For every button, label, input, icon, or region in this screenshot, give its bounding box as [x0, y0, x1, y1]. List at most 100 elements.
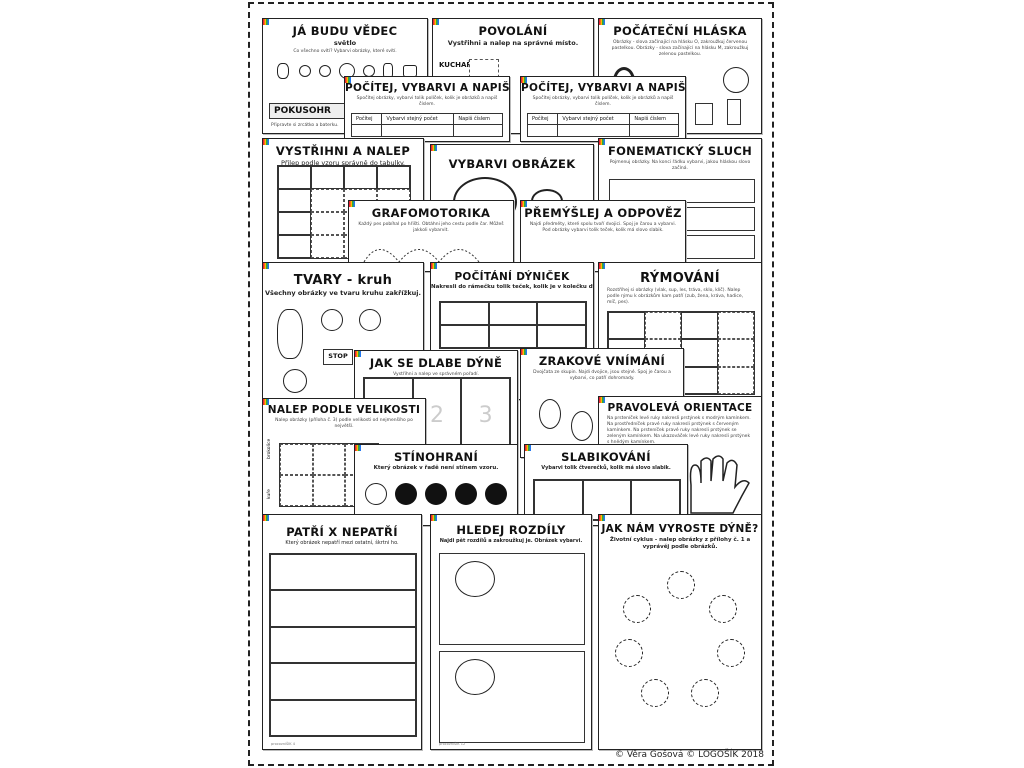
logo-stripe: [349, 201, 355, 207]
card-subtitle: Nakresli do rámečku tolik teček, kolik j…: [431, 284, 593, 290]
profession-label: KUCHAŘ: [439, 61, 472, 69]
child-icon: [539, 399, 561, 429]
logo-stripe: [521, 77, 527, 83]
moon-icon: [319, 65, 331, 77]
card-title: POČÁTEČNÍ HLÁSKA: [613, 24, 747, 38]
card-instructions: Rozstříhej si obrázky (vlak, sup, les, t…: [607, 288, 744, 305]
card-title: JAK NÁM VYROSTE DÝNĚ?: [601, 523, 759, 535]
card-instructions: Spočítej obrázky, vybarvi tolik políček,…: [356, 96, 498, 107]
card-instructions: Na prsteníček levé ruky nakresli prstýne…: [607, 416, 751, 445]
windmill-icon: [727, 99, 741, 125]
card-stinohrani: STÍNOHRANÍ Který obrázek v řadě není stí…: [354, 444, 518, 526]
card-instructions: Spočítej obrázky, vybarvi tolik políček,…: [532, 96, 674, 107]
odd-one-out-grid: [269, 553, 417, 737]
copyright-notice: © Věra Gošová © LOGOŠÍK 2018: [614, 750, 764, 760]
card-title: POČÍTEJ, VYBARVI A NAPIŠ: [345, 82, 510, 94]
card-title: POVOLÁNÍ: [478, 24, 548, 38]
card-instructions: Obrázky - slova začínající na hlásku O, …: [611, 40, 749, 57]
logo-stripe: [521, 349, 527, 355]
logo-stripe: [355, 351, 361, 357]
card-slabikovani: SLABIKOVÁNÍ Vybarvi tolik čtverečků, kol…: [524, 444, 688, 526]
row-label-1: brokolice: [267, 438, 272, 459]
card-pocitej-1: POČÍTEJ, VYBARVI A NAPIŠ Spočítej obrázk…: [344, 76, 510, 142]
cheese-icon: [359, 309, 381, 331]
child-icon: [571, 411, 593, 441]
card-title: PRAVOLEVÁ ORIENTACE: [607, 402, 753, 414]
card-title: HLEDEJ ROZDÍLY: [456, 523, 566, 537]
logo-stripe: [431, 145, 437, 151]
card-subtitle: Vybarvi tolik čtverečků, kolik má slovo …: [541, 465, 671, 471]
col-color: Vybarvi stejný počet: [557, 113, 631, 125]
lamp-icon: [277, 63, 289, 79]
card-title: ZRAKOVÉ VNÍMÁNÍ: [538, 354, 666, 368]
col-color: Vybarvi stejný počet: [381, 113, 455, 125]
card-instructions: Co všechno svítí? Vybarvi obrázky, které…: [293, 49, 397, 54]
experiment-text: Připravte si zrcátko a baterku.: [271, 123, 339, 128]
card-title: RÝMOVÁNÍ: [640, 271, 720, 286]
card-subtitle: světlo: [333, 39, 357, 47]
card-subtitle: Který obrázek v řadě není stínem vzoru.: [373, 465, 499, 471]
card-grafomotorika: GRAFOMOTORIKA Každý pes pobíhal po hřišt…: [348, 200, 514, 272]
card-subtitle: Najdi pět rozdílů a zakroužkuj je. Obráz…: [439, 538, 583, 544]
col-count: Počítej: [350, 113, 383, 125]
logo-stripe: [345, 77, 351, 83]
col-write: Napiš číslem: [629, 113, 679, 125]
logo-stripe: [263, 515, 269, 521]
step-3: 3: [461, 378, 510, 452]
logo-stripe: [521, 201, 527, 207]
card-title: JÁ BUDU VĚDEC: [292, 24, 398, 38]
card-hledej: HLEDEJ ROZDÍLY Najdi pět rozdílů a zakro…: [430, 514, 592, 750]
window-icon: [695, 103, 713, 125]
card-title: SLABIKOVÁNÍ: [561, 450, 651, 464]
logo-stripe: [431, 515, 437, 521]
card-footer: procovniŠIK 12: [439, 742, 583, 746]
tree-icon: [455, 561, 495, 597]
experiment-title: POKUSOHR: [274, 106, 331, 116]
cycle-slot: [709, 595, 737, 623]
footer-text: procovniŠIK 4: [271, 742, 295, 746]
footer-text: procovniŠIK 12: [439, 742, 466, 746]
wheel-icon: [283, 369, 307, 393]
card-instructions: Vystřihni a nalep ve správném pořadí.: [393, 372, 479, 377]
logo-stripe: [263, 139, 269, 145]
card-instructions: Nalep obrázky (příloha č. 3) podle velik…: [275, 418, 413, 429]
hand-icon: [689, 455, 750, 514]
card-title: NALEP PODLE VELIKOSTI: [267, 404, 421, 416]
cycle-slot: [623, 595, 651, 623]
logo-stripe: [431, 263, 437, 269]
pizza-icon: [321, 309, 343, 331]
card-subtitle: Všechny obrázky ve tvaru kruhu zakřížkuj…: [265, 289, 421, 297]
card-pocitej-2: POČÍTEJ, VYBARVI A NAPIŠ Spočítej obrázk…: [520, 76, 686, 142]
row-label-2: kuře: [267, 489, 272, 499]
card-patri: PATŘÍ X NEPATŘÍ Který obrázek nepatří me…: [262, 514, 422, 750]
pumpkin-shadow: [485, 483, 507, 505]
card-title: PŘEMÝŠLEJ A ODPOVĚZ: [524, 206, 682, 220]
count-grid: [439, 301, 587, 349]
count-table: Počítej Vybarvi stejný počet Napiš čísle…: [350, 113, 503, 137]
logo-stripe: [599, 515, 605, 521]
stop-sign-label: STOP: [328, 352, 348, 360]
cycle-slot: [717, 639, 745, 667]
card-subtitle: Vystřihni a nalep na správné místo.: [447, 39, 579, 47]
card-jak-vyroste: JAK NÁM VYROSTE DÝNĚ? Životní cyklus - n…: [598, 514, 762, 750]
logo-stripe: [355, 445, 361, 451]
col-write: Napiš číslem: [453, 113, 503, 125]
pumpkin-outline: [365, 483, 387, 505]
card-title: POČÍTÁNÍ DÝNIČEK: [454, 271, 570, 283]
worksheet-collage: JÁ BUDU VĚDEC světlo Co všechno svítí? V…: [248, 2, 774, 766]
logo-stripe: [433, 19, 439, 25]
card-subtitle: Přilep podle vzoru správně do tabulky.: [281, 159, 405, 167]
pumpkin-shadow: [425, 483, 447, 505]
tree-icon: [455, 659, 495, 695]
card-title: GRAFOMOTORIKA: [371, 206, 491, 220]
col-count: Počítej: [526, 113, 559, 125]
logo-stripe: [599, 19, 605, 25]
girl-icon: [277, 309, 303, 359]
pumpkin-shadow: [455, 483, 477, 505]
card-instructions: Každý pes pobíhal po hřišti. Obtáhni jeh…: [358, 222, 504, 233]
card-title: VYSTŘIHNI A NALEP: [275, 144, 411, 158]
logo-stripe: [263, 19, 269, 25]
logo-stripe: [599, 397, 605, 403]
card-tvary: TVARY - kruh Všechny obrázky ve tvaru kr…: [262, 262, 424, 400]
card-subtitle: Který obrázek nepatří mezi ostatní, škrt…: [285, 540, 399, 546]
